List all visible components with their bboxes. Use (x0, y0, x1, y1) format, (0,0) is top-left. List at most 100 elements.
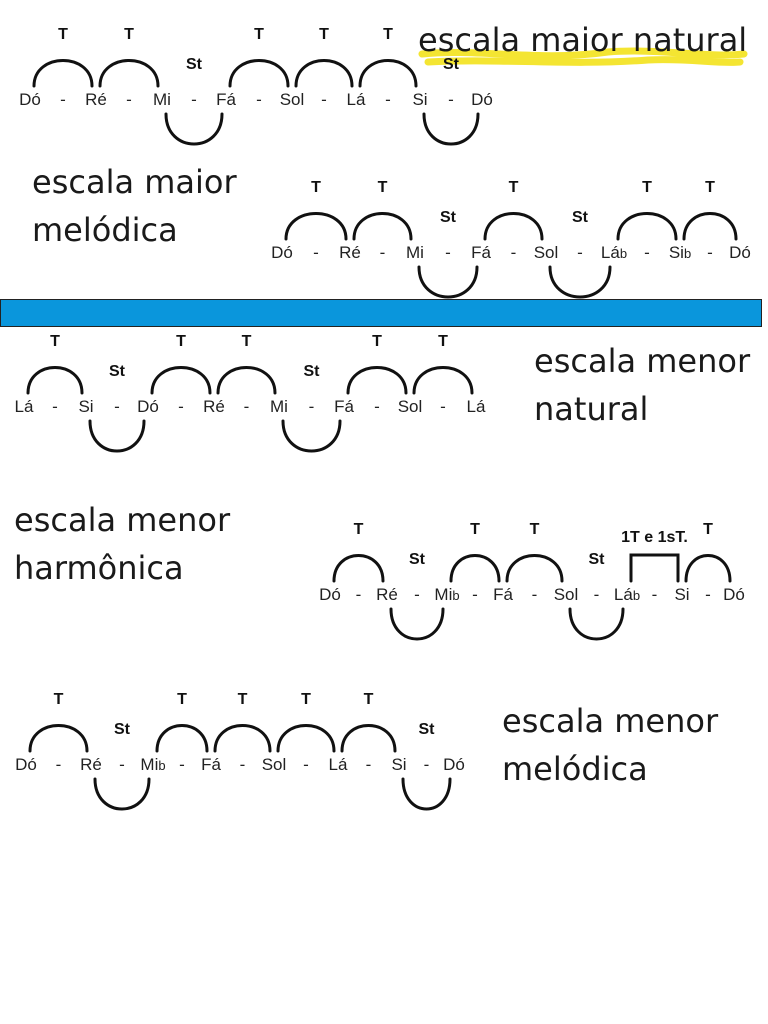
augmented-interval-label: 1T e 1sT. (621, 529, 688, 546)
tone-arc-above (32, 59, 94, 88)
note-name: Lá (328, 755, 348, 774)
tone-label: T (438, 333, 448, 350)
note-name: Ré (376, 585, 398, 604)
note-label: Fá (216, 90, 236, 110)
tone-label: T (363, 691, 374, 708)
tone-label: T (319, 26, 329, 43)
note-label: Si (674, 585, 689, 605)
note-name: Sol (553, 585, 579, 604)
tone-label: T (470, 521, 480, 538)
tone-arc-above (412, 366, 474, 395)
note-name: Fá (493, 585, 513, 604)
note-name: Fá (216, 90, 236, 109)
note-name: Sol (397, 397, 423, 416)
tone-label: T (176, 333, 186, 350)
note-label: Si (391, 755, 406, 775)
note-name: Si (674, 585, 690, 604)
note-separator: - (256, 90, 262, 109)
scale-title-maior-natural: escala maior natural (418, 16, 747, 64)
note-label: Sol (262, 755, 287, 775)
note-name: Dó (19, 90, 41, 109)
note-separator: - (239, 755, 246, 774)
note-accidental: b (619, 246, 628, 261)
note-separator: - (191, 90, 197, 109)
note-name: Si (78, 397, 94, 416)
note-label: Dó (137, 397, 159, 417)
note-label: Dó (271, 243, 293, 263)
scale-title-maior-melodica: escala maior melódica (32, 158, 237, 254)
note-name: Dó (15, 755, 37, 774)
note-separator: - (303, 755, 309, 774)
tone-label: T (177, 691, 187, 708)
scale-title-menor-harmonica: escala menor harmônica (14, 496, 230, 592)
semitone-arc-below (568, 607, 625, 641)
note-separator: - (644, 243, 650, 262)
tone-label: T (383, 26, 393, 43)
tone-label: T (254, 26, 264, 43)
tone-arc-above (332, 554, 385, 583)
note-separator: - (379, 243, 386, 262)
title-line: escala maior natural (418, 21, 748, 59)
note-name: Mi (270, 397, 288, 416)
note-label: Fá (493, 585, 513, 605)
note-label: Mi (406, 243, 424, 263)
title-line: escala menor (14, 501, 231, 539)
note-label: Lá (329, 755, 348, 775)
note-name: Ré (80, 755, 102, 774)
tone-arc-above (505, 554, 564, 583)
note-name: Si (412, 90, 428, 109)
note-name: Sol (261, 755, 287, 774)
note-label: Mib (140, 755, 165, 776)
note-accidental: b (632, 588, 641, 603)
note-label: Lá (467, 397, 486, 417)
note-separator: - (593, 585, 600, 604)
semitone-arc-below (422, 112, 480, 146)
note-accidental: b (452, 588, 460, 603)
note-label: Dó (471, 90, 493, 110)
title-line: natural (534, 390, 649, 428)
tone-label: T (50, 333, 60, 350)
note-label: Ré (376, 585, 398, 605)
note-label: Ré (85, 90, 107, 110)
note-name: Dó (319, 585, 341, 604)
tone-arc-above (483, 212, 544, 241)
note-separator: - (119, 755, 125, 774)
note-separator: - (531, 585, 538, 604)
semitone-arc-below (417, 265, 479, 299)
semitone-arc-below (548, 265, 612, 299)
semitone-label: St (114, 721, 130, 738)
title-highlight (418, 47, 748, 66)
tone-arc-above (284, 212, 348, 241)
note-label: Sol (280, 90, 305, 110)
tone-label: T (642, 179, 652, 196)
tone-arc-above (682, 212, 738, 241)
tone-arc-above (340, 724, 397, 753)
note-label: Lá (15, 397, 34, 417)
section-divider (0, 299, 762, 327)
title-line: escala menor (534, 342, 751, 380)
tone-arc-above (228, 59, 290, 88)
note-name: Lá (600, 243, 620, 262)
note-label: Mi (270, 397, 288, 417)
note-separator: - (445, 243, 451, 262)
tone-arc-above (28, 724, 89, 753)
semitone-label: St (418, 721, 435, 738)
note-name: Ré (203, 397, 225, 416)
note-separator: - (243, 397, 250, 416)
note-separator: - (705, 585, 711, 604)
note-separator: - (440, 397, 446, 416)
tone-label: T (508, 179, 519, 196)
tone-label: T (529, 521, 540, 538)
note-name: Mi (153, 90, 171, 109)
note-name: Dó (443, 755, 465, 774)
note-name: Dó (271, 243, 293, 262)
tone-label: T (353, 521, 364, 538)
semitone-arc-below (88, 419, 146, 453)
tone-label: T (311, 179, 321, 196)
tone-label: T (237, 691, 248, 708)
note-name: Fá (334, 397, 354, 416)
note-separator: - (308, 397, 315, 416)
note-label: Dó (15, 755, 37, 775)
